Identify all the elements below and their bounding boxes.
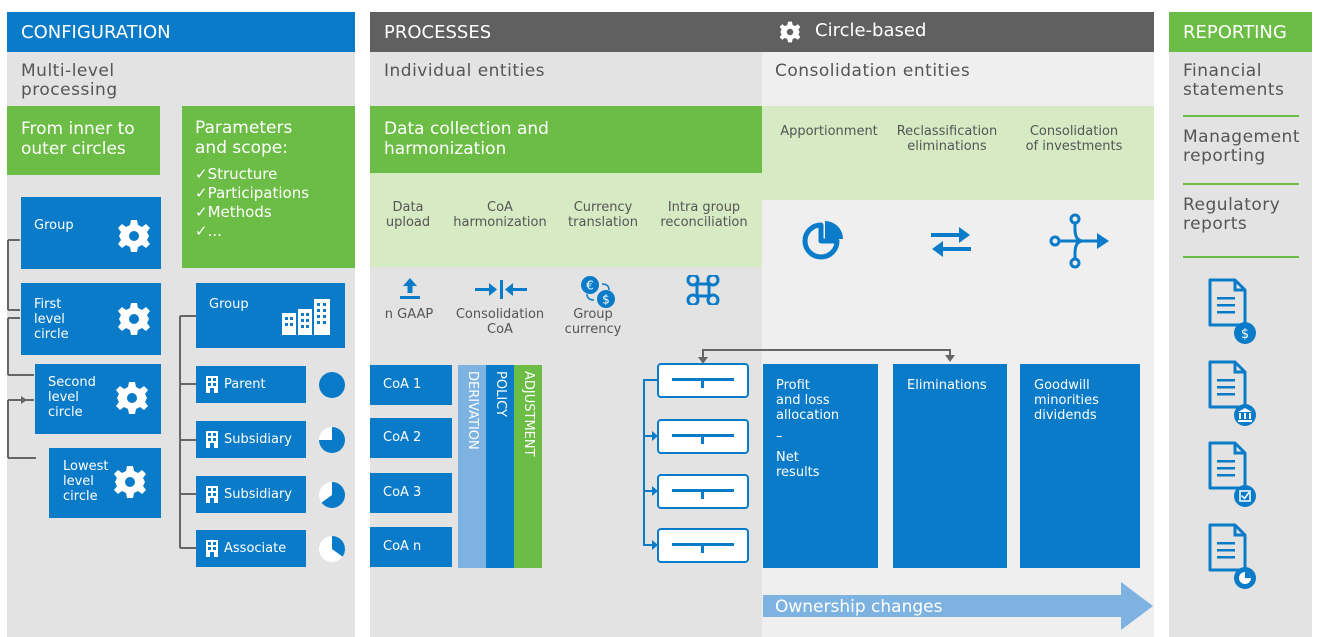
reporting-divider: [1183, 256, 1299, 258]
building-icon: [206, 540, 218, 557]
reporting-header: REPORTING: [1169, 12, 1312, 52]
ownership-pie: [319, 482, 345, 508]
branch-icon: [1049, 213, 1109, 269]
building-icon: [206, 376, 218, 393]
gear-icon: [118, 303, 150, 335]
entity-group: Group: [196, 283, 345, 348]
check-icon: ✓: [195, 222, 208, 240]
ownership-changes-label: Ownership changes: [775, 597, 943, 617]
svg-text:$: $: [602, 293, 610, 307]
upload-icon: [400, 278, 420, 299]
adjustment-bar: ADJUSTMENT: [514, 365, 542, 568]
swap-arrows-icon: [931, 227, 971, 257]
chart-document-icon: [1208, 523, 1256, 589]
parameters-box: Parameters and scope: ✓Structure ✓Partic…: [182, 106, 355, 268]
building-icon: [206, 431, 218, 448]
consolidation-entities-subtitle: Consolidation entities: [775, 61, 971, 81]
coa-box: CoA 3: [370, 473, 452, 513]
gear-icon: [114, 466, 146, 498]
checklist-item: ✓Participations: [195, 184, 310, 202]
coa-box: CoA 2: [370, 418, 452, 458]
entity-subsidiary-1: Subsidiary: [196, 421, 306, 458]
result-n-gaap: n GAAP: [384, 307, 434, 322]
circle-first-level: First level circle: [21, 283, 161, 355]
policy-bar: POLICY: [486, 365, 514, 568]
checklist-item: ✓Methods: [195, 203, 272, 221]
currency-icon: € $: [581, 276, 615, 308]
pie-chart-icon: [802, 221, 843, 260]
coa-box: CoA n: [370, 527, 452, 567]
entity-associate: Associate: [196, 530, 306, 567]
circle-based-header: Circle-based: [815, 20, 927, 41]
checklist-item: ✓Structure: [195, 165, 278, 183]
multi-level-subtitle: Multi-level processing: [21, 61, 118, 100]
dollar-document-icon: $: [1208, 278, 1256, 344]
merge-icon: [475, 280, 527, 299]
configuration-header: CONFIGURATION: [7, 12, 355, 52]
ownership-pie: [319, 536, 345, 562]
check-icon: ✓: [195, 203, 208, 221]
entity-tree-connector: [179, 315, 196, 549]
gear-icon: [116, 382, 148, 414]
profit-loss-box: Profit and loss allocation – Net results: [763, 364, 878, 568]
gear-icon: [118, 220, 150, 252]
inner-outer-box: From inner to outer circles: [7, 106, 160, 175]
buildings-icon: [282, 299, 330, 335]
gear-icon: [779, 21, 801, 43]
reconciliation-diagram: [643, 349, 955, 563]
coa-box: CoA 1: [370, 365, 452, 405]
reporting-divider: [1183, 183, 1299, 185]
command-icon: [686, 275, 720, 305]
svg-text:$: $: [1241, 327, 1249, 342]
building-icon: [206, 486, 218, 503]
goodwill-box: Goodwill minorities dividends: [1020, 364, 1140, 568]
circle-lowest-level: Lowest level circle: [49, 448, 161, 518]
entity-subsidiary-2: Subsidiary: [196, 476, 306, 513]
derivation-bar: DERIVATION: [458, 365, 486, 568]
check-icon: ✓: [195, 184, 208, 202]
ownership-changes-arrow: [763, 582, 1153, 630]
processes-header: PROCESSES: [370, 12, 1154, 52]
circle-second-level: Second level circle: [35, 364, 161, 434]
col-apportionment: Apportionment: [780, 124, 878, 139]
ownership-pie: [319, 372, 345, 398]
steps-band: [370, 173, 762, 267]
data-collection-box: Data collection and harmonization: [370, 106, 762, 173]
eliminations-box: Eliminations: [893, 364, 1007, 568]
circle-group: Group: [21, 197, 161, 269]
checklist-item: ✓...: [195, 222, 222, 240]
reporting-divider: [1183, 115, 1299, 117]
check-icon: ✓: [195, 165, 208, 183]
entity-parent: Parent: [196, 366, 306, 403]
checkbox-document-icon: [1208, 441, 1256, 507]
individual-entities-subtitle: Individual entities: [384, 61, 546, 81]
ownership-pie: [319, 427, 345, 453]
svg-text:€: €: [586, 279, 594, 293]
bank-document-icon: [1208, 360, 1256, 426]
consolidation-band: [762, 106, 1154, 200]
